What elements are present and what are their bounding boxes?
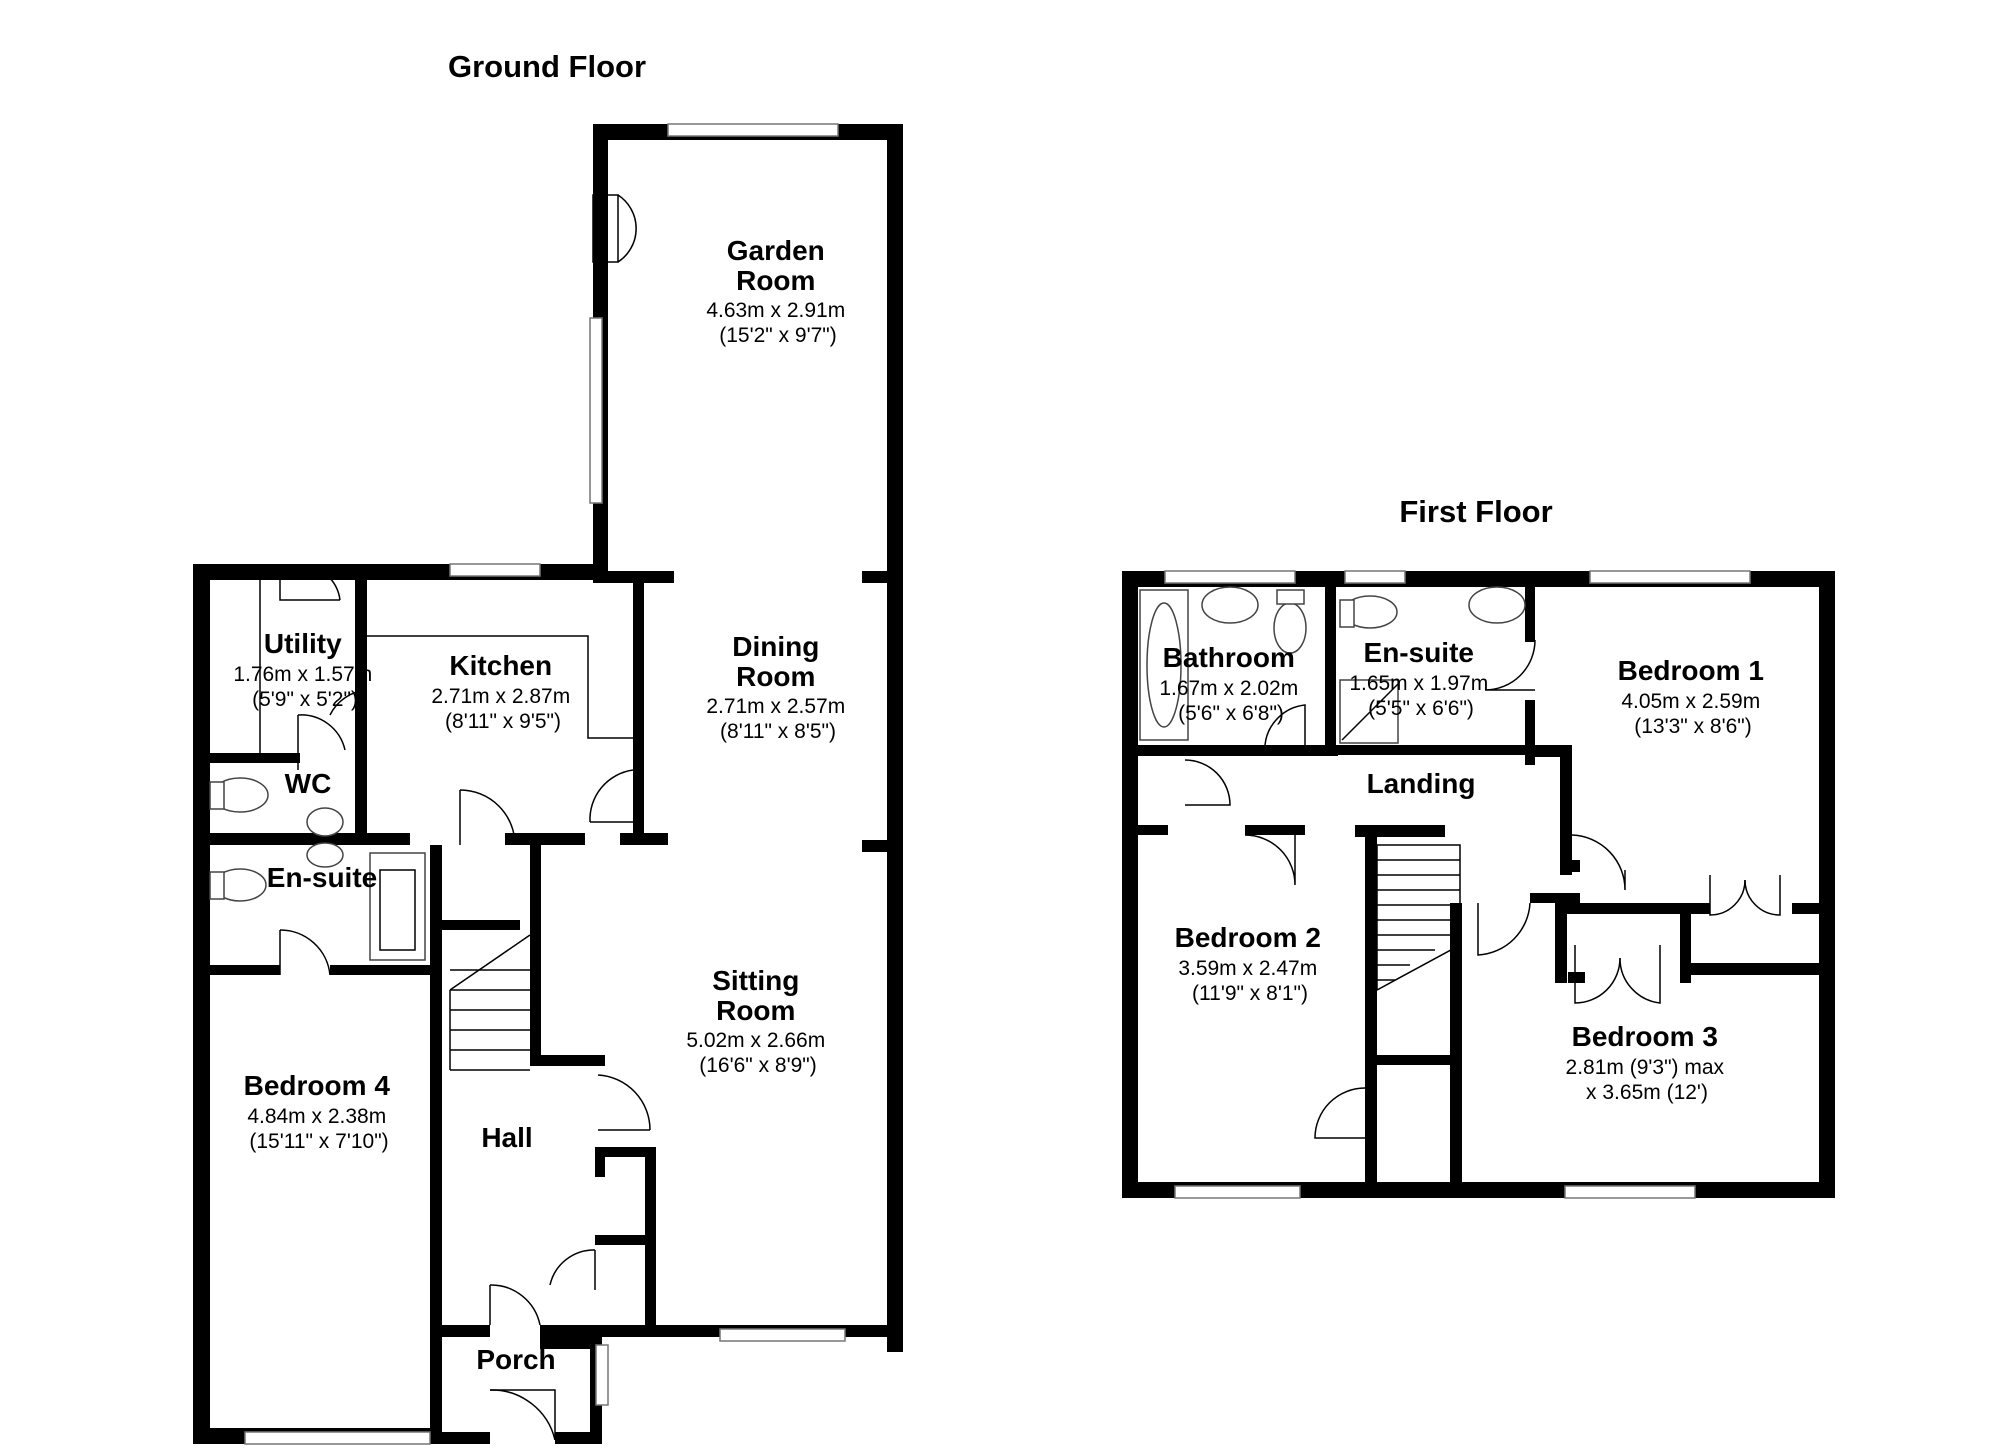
ground-floor-doors xyxy=(279,194,651,1441)
room-label-ground-en-suite: En-suite xyxy=(267,862,377,893)
ground-floor: Ground Floor xyxy=(193,49,903,1445)
room-label-sitting-room: Sitting Room 5.02m x 2.66m (16'6" x 8'9"… xyxy=(686,965,829,1077)
first-floor-windows xyxy=(1164,570,1751,1199)
room-label-dining-room: Dining Room 2.71m x 2.57m (8'11" x 8'5") xyxy=(706,631,849,743)
room-label-hall: Hall xyxy=(481,1122,532,1153)
first-floor: First Floor xyxy=(1122,494,1835,1199)
room-label-kitchen: Kitchen 2.71m x 2.87m (8'11" x 9'5") xyxy=(431,650,574,733)
room-label-landing: Landing xyxy=(1367,768,1476,799)
first-floor-doors xyxy=(1184,639,1781,1139)
room-label-utility: Utility 1.76m x 1.57m (5'9" x 5'2") xyxy=(233,628,376,711)
ground-floor-windows xyxy=(244,123,846,1445)
ground-floor-labels: Garden Room 4.63m x 2.91m (15'2" x 9'7")… xyxy=(233,235,849,1375)
room-label-bedroom-3: Bedroom 3 2.81m (9'3") max x 3.65m (12') xyxy=(1566,1021,1729,1104)
room-label-wc: WC xyxy=(285,768,332,799)
ground-floor-title: Ground Floor xyxy=(448,49,646,84)
room-label-bedroom-1: Bedroom 1 4.05m x 2.59m (13'3" x 8'6") xyxy=(1618,655,1769,738)
room-label-bathroom: Bathroom 1.67m x 2.02m (5'6" x 6'8") xyxy=(1159,642,1302,725)
room-label-bedroom-2: Bedroom 2 3.59m x 2.47m (11'9" x 8'1") xyxy=(1175,922,1326,1005)
first-floor-labels: Bathroom 1.67m x 2.02m (5'6" x 6'8") En-… xyxy=(1159,637,1769,1104)
first-floor-title: First Floor xyxy=(1399,494,1552,529)
first-floor-fixtures xyxy=(1139,586,1526,992)
room-label-bedroom-4: Bedroom 4 4.84m x 2.38m (15'11" x 7'10") xyxy=(244,1070,395,1153)
room-label-first-en-suite: En-suite 1.65m x 1.97m (5'5" x 6'6") xyxy=(1349,637,1492,720)
room-label-porch: Porch xyxy=(476,1344,555,1375)
room-label-garden-room: Garden Room 4.63m x 2.91m (15'2" x 9'7") xyxy=(706,235,849,347)
ground-floor-fixtures xyxy=(209,580,633,1071)
